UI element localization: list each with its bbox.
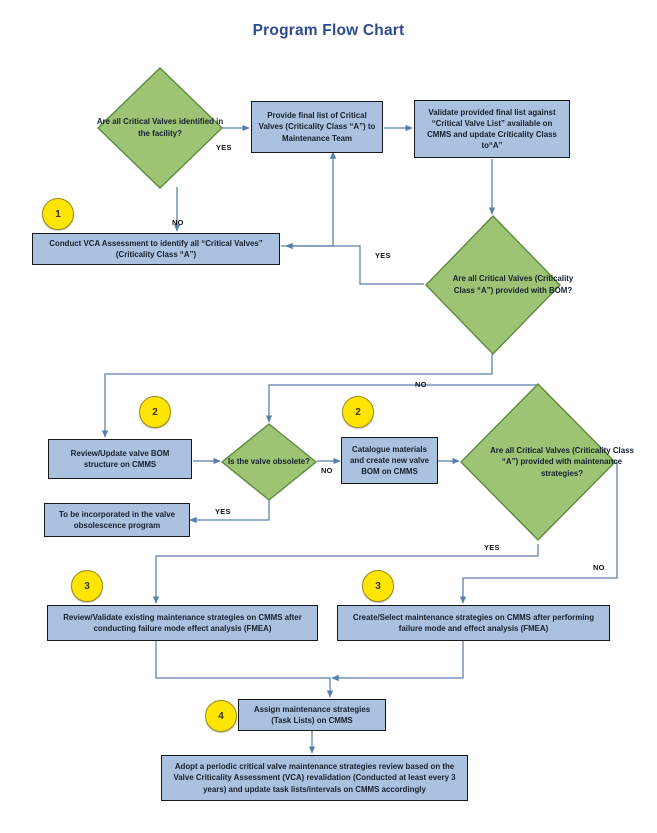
- badge-label: 3: [375, 580, 381, 592]
- decision-valves-provided-with-bom[interactable]: Are all Critical Valves (Criticality Cla…: [424, 214, 573, 356]
- process-assign-maintenance-strategies[interactable]: Assign maintenance strategies (Task List…: [238, 699, 386, 731]
- decision-valves-with-maintenance-strategies[interactable]: Are all Critical Valves (Criticality Cla…: [459, 382, 634, 542]
- decision-label: Are all Critical Valves (Criticality Cla…: [490, 445, 634, 478]
- edge-label-d4-no: NO: [593, 563, 605, 572]
- badge-step-3b: 3: [362, 570, 394, 602]
- page-title: Program Flow Chart: [252, 22, 405, 39]
- badge-label: 3: [84, 580, 90, 592]
- process-label: Review/Update valve BOM structure on CMM…: [70, 448, 170, 469]
- process-label: Conduct VCA Assessment to identify all “…: [49, 238, 263, 259]
- badge-step-1: 1: [42, 198, 74, 230]
- edge-label-d3-yes: YES: [215, 507, 231, 516]
- diamond-shape: [220, 423, 318, 501]
- edge-label-d1-no: NO: [172, 218, 184, 227]
- process-valve-obsolescence-program[interactable]: To be incorporated in the valve obsolesc…: [44, 503, 190, 537]
- process-provide-final-list[interactable]: Provide final list of Critical Valves (C…: [251, 101, 383, 153]
- diamond-shape: [460, 383, 616, 541]
- decision-critical-valves-identified[interactable]: Are all Critical Valves identified in th…: [96, 66, 224, 190]
- decision-valve-obsolete[interactable]: Is the valve obsolete?: [220, 422, 318, 502]
- diamond-shape: [96, 67, 224, 189]
- process-review-validate-strategies-fmea[interactable]: Review/Validate existing maintenance str…: [47, 605, 318, 641]
- decision-label: Is the valve obsolete?: [227, 457, 310, 467]
- edge-label-d1-yes: YES: [216, 143, 232, 152]
- process-label: To be incorporated in the valve obsolesc…: [58, 509, 176, 530]
- badge-label: 2: [355, 406, 361, 418]
- badge-label: 4: [218, 710, 224, 722]
- badge-step-3a: 3: [71, 570, 103, 602]
- process-catalogue-materials[interactable]: Catalogue materials and create new valve…: [341, 437, 438, 484]
- badge-step-4: 4: [205, 700, 237, 732]
- process-label: Validate provided final list against “Cr…: [427, 107, 557, 151]
- process-create-select-strategies-fmea[interactable]: Create/Select maintenance strategies on …: [337, 605, 610, 641]
- edge-label-d2-yes: YES: [375, 251, 391, 260]
- process-label: Review/Validate existing maintenance str…: [63, 612, 302, 633]
- process-label: Catalogue materials and create new valve…: [350, 444, 429, 477]
- badge-label: 1: [55, 208, 61, 220]
- diamond-shape: [425, 214, 561, 356]
- edge-label-d2-no: NO: [415, 380, 427, 389]
- process-adopt-periodic-review[interactable]: Adopt a periodic critical valve maintena…: [161, 755, 468, 801]
- process-conduct-vca-assessment[interactable]: Conduct VCA Assessment to identify all “…: [32, 233, 280, 265]
- edge-label-d3-no: NO: [321, 466, 333, 475]
- decision-label: Are all Critical Valves identified in th…: [96, 117, 224, 138]
- process-validate-final-list[interactable]: Validate provided final list against “Cr…: [414, 100, 570, 158]
- edge-label-d4-yes: YES: [484, 543, 500, 552]
- process-label: Provide final list of Critical Valves (C…: [258, 111, 376, 143]
- badge-step-2b: 2: [342, 396, 374, 428]
- decision-label: Are all Critical Valves (Criticality Cla…: [452, 274, 574, 295]
- process-label: Create/Select maintenance strategies on …: [352, 612, 595, 633]
- process-label: Adopt a periodic critical valve maintena…: [173, 762, 456, 794]
- badge-label: 2: [152, 406, 158, 418]
- process-label: Assign maintenance strategies (Task List…: [253, 704, 371, 725]
- process-review-update-valve-bom[interactable]: Review/Update valve BOM structure on CMM…: [48, 439, 192, 479]
- badge-step-2a: 2: [139, 396, 171, 428]
